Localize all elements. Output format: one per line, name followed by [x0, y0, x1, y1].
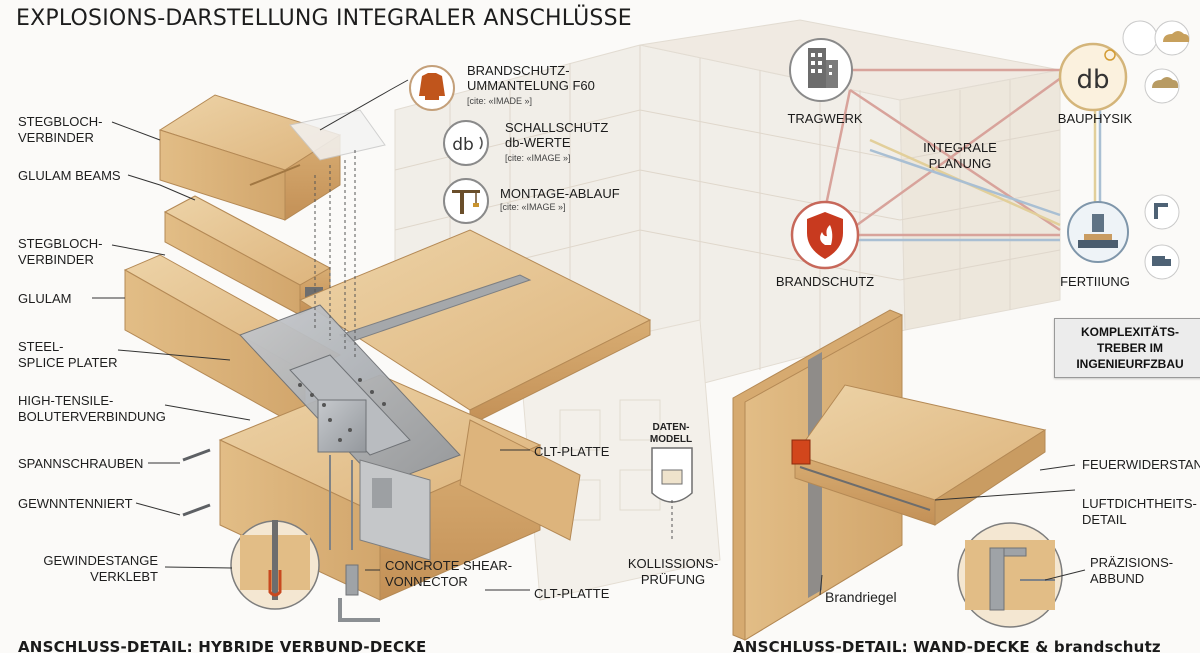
label-kollision: KOLLISSIONS- PRÜFUNG: [627, 556, 719, 587]
building-icon: [789, 38, 853, 102]
flow-tragwerk: TRAGWERK: [787, 111, 863, 126]
label-datenmodell: DATEN- MODELL: [649, 422, 693, 445]
label-gewindestange: GEWINDESTANGE VERKLEBT: [43, 553, 158, 584]
icon-item-brandschutz-label: BRANDSCHUTZ- UMMANTELUNG F60: [467, 63, 595, 93]
db-sound-icon: db: [443, 120, 489, 166]
complexity-box: [1054, 318, 1200, 378]
data-model-icon: [651, 447, 693, 540]
icon-item-montage-cite: [cite: «IMAGE »]: [500, 202, 566, 212]
flow-brandschutz: BRANDSCHUTZ: [775, 274, 875, 289]
production-icon: [1067, 194, 1180, 280]
icon-item-schallschutz-label: SCHALLSCHUTZ db-WERTE: [505, 120, 609, 150]
label-shear-connector: CONCROTE SHEAR- VONNECTOR: [385, 558, 513, 589]
label-spannschrauben: SPANNSCHRAUBEN: [18, 456, 144, 471]
page-title: EXPLOSIONS-DARSTELLUNG INTEGRALER ANSCHL…: [16, 6, 632, 31]
bauphysik-icon: db: [1058, 20, 1190, 112]
label-glulam-beams: GLULAM BEAMS: [18, 168, 121, 183]
flow-connections: [823, 68, 1102, 242]
label-brandriegel: Brandriegel: [825, 589, 897, 605]
jacket-icon: [409, 65, 455, 111]
flow-fertigung: FERTIIUNG: [1060, 274, 1130, 289]
label-feuerwiderstand: FEUERWIDERSTAND: [1082, 457, 1200, 472]
fire-shield-icon: [790, 200, 860, 270]
label-clt-platte-2: CLT-PLATTE: [534, 586, 610, 601]
flow-integrale-planung: INTEGRALE PLANUNG: [923, 140, 997, 171]
icon-item-schallschutz-cite: [cite: «IMAGE »]: [505, 153, 571, 163]
db-icon-text: db: [452, 135, 474, 155]
caption-right: ANSCHLUSS-DETAIL: WAND-DECKE & brandschu…: [733, 638, 1161, 653]
label-clt-platte-1: CLT-PLATTE: [534, 444, 610, 459]
complexity-text: KOMPLEXITÄTS- TREBER IM INGENIEURFZBAU: [1076, 325, 1184, 371]
icon-item-brandschutz-cite: [cite: «IMADE »]: [467, 96, 533, 106]
crane-icon: [443, 178, 489, 224]
label-stegbloch-1: STEGBLOCH- VERBINDER: [18, 114, 103, 145]
label-praezisionsabbund: PRÄZISIONS- ABBUND: [1090, 555, 1174, 586]
label-stegbloch-2: STEGBLOCH- VERBINDER: [18, 236, 103, 267]
bauphysik-db-text: db: [1076, 65, 1109, 95]
flow-bauphysik: BAUPHYSIK: [1057, 111, 1133, 126]
leader-lines: [92, 79, 1086, 596]
exploded-assembly-left: [123, 94, 652, 622]
label-glulam: GLULAM: [18, 291, 72, 306]
caption-left: ANSCHLUSS-DETAIL: HYBRIDE VERBUND-DECKE: [18, 638, 427, 653]
label-steel-splice: STEEL- SPLICE PLATER: [18, 339, 118, 370]
icon-item-montage-label: MONTAGE-ABLAUF: [500, 186, 620, 201]
label-high-tensile: HIGH-TENSILE- BOLUTERVERBINDUNG: [18, 393, 166, 424]
label-luftdichtheit: LUFTDICHTHEITS- DETAIL: [1082, 496, 1197, 527]
label-gewnntenniert: GEWNNTENNIERT: [18, 496, 133, 511]
wall-ceiling-detail: [732, 309, 1063, 641]
